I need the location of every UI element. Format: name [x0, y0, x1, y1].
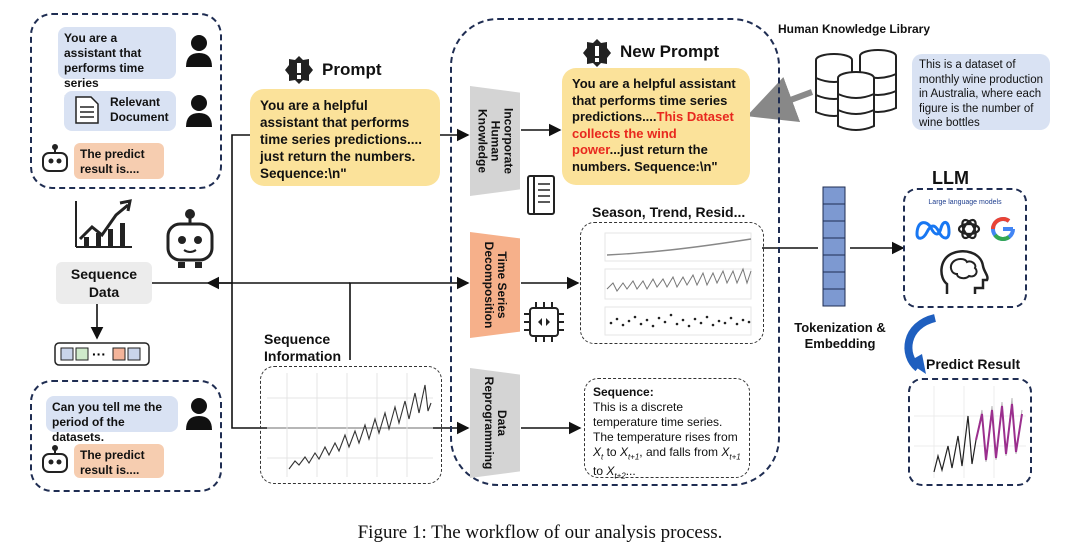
forecast-plot: [914, 386, 1026, 478]
prompt-box: You are a helpful assistant that perform…: [250, 89, 440, 186]
sequence-heading: Sequence:: [593, 385, 654, 399]
meta-logo-icon: [915, 221, 951, 240]
reprogramming-stage: Data Reprogramming: [470, 368, 520, 478]
user-question-bubble: Can you tell me the period of the datase…: [46, 396, 178, 444]
knowledge-text-bubble: This is a dataset of monthly wine produc…: [912, 54, 1050, 130]
decomposition-title: Season, Trend, Resid...: [592, 204, 746, 220]
history-line: [933, 415, 977, 473]
predict-result-chart: [908, 378, 1032, 486]
sequence-data-label: Sequence Data: [56, 262, 152, 304]
brain-head-icon: [940, 250, 989, 294]
embedding-cells: [822, 186, 846, 307]
robot-icon: [42, 445, 68, 473]
llm-panel: Large language models: [903, 188, 1027, 308]
decomposition-stage: Time Series Decomposition: [470, 232, 520, 338]
token-sequence-icon: ···: [54, 342, 150, 366]
new-prompt-title: New Prompt: [620, 42, 720, 61]
openai-logo-icon: [957, 218, 981, 240]
relevant-document-label: Relevant Document: [110, 95, 169, 124]
decomposition-chart: [580, 222, 764, 344]
chat-panel-top: You are a assistant that performs time s…: [30, 13, 222, 189]
google-logo-icon: [991, 217, 1015, 241]
reprogramming-label: Data Reprogramming: [482, 376, 509, 470]
tokenization-label: Tokenization & Embedding: [794, 320, 886, 351]
chart-growth-icon: [75, 199, 132, 248]
new-prompt-knowledge-highlight: This Dataset collects the wind power: [572, 109, 734, 157]
knowledge-arrow: [746, 76, 814, 123]
sequence-series-line: [288, 384, 432, 470]
llm-subtitle: Large language models: [928, 199, 1002, 206]
book-icon: [527, 175, 555, 215]
knowledge-library-title: Human Knowledge Library: [778, 22, 931, 36]
chat-panel-bottom: Can you tell me the period of the datase…: [30, 380, 222, 492]
sequence-description-text: This is a discrete temperature time seri…: [593, 400, 738, 444]
new-prompt-text-end: ...just return the numbers. Sequence:\n": [572, 142, 718, 174]
forecast-line: [975, 403, 1023, 461]
robot-icon: [42, 144, 68, 172]
predict-result-title: Predict Result: [926, 356, 1021, 372]
sequence-information-chart: [260, 366, 442, 484]
user-icon: [186, 398, 212, 430]
database-icon: [815, 49, 897, 131]
incorporate-knowledge-label: Incorporate Human Knowledge: [475, 107, 516, 175]
seasonal-line: [606, 267, 752, 292]
sequence-line-chart: [267, 373, 433, 477]
user-prompt-bubble: You are a assistant that performs time s…: [58, 27, 176, 105]
warning-icon: [285, 56, 313, 84]
sequence-description: This is a discrete temperature time seri…: [593, 400, 741, 481]
warning-icon: [583, 39, 611, 67]
predict-arrowhead: [908, 354, 926, 374]
sequence-information-label: Sequence Information: [264, 331, 341, 364]
llm-logos: [915, 217, 1015, 241]
document-icon: [75, 96, 99, 124]
incorporate-knowledge-stage: Incorporate Human Knowledge: [470, 86, 520, 196]
user-icon: [186, 35, 212, 67]
reprogrammed-sequence-box: Sequence: This is a discrete temperature…: [584, 378, 750, 481]
decomposition-label: Time Series Decomposition: [482, 241, 509, 329]
llm-title: LLM: [932, 168, 969, 188]
embedding-stack: [819, 186, 849, 312]
bot-response-bubble: The predict result is....: [74, 444, 164, 478]
residual-points: [609, 313, 751, 328]
robot-icon: [166, 209, 214, 268]
circuit-icon: [524, 302, 564, 342]
data-flow-lines: [90, 123, 905, 435]
prompt-title: Prompt: [322, 60, 382, 79]
bot-response-bubble: The predict result is....: [74, 143, 164, 179]
new-prompt-text-start: You are a helpful assistant that perform…: [572, 76, 736, 124]
trend-line: [606, 238, 752, 256]
center-panel: [450, 18, 780, 486]
user-icon: [186, 95, 212, 127]
figure-caption: Figure 1: The workflow of our analysis p…: [357, 522, 723, 543]
decomposition-plots: [604, 232, 752, 336]
new-prompt-box: You are a helpful assistant that perform…: [562, 68, 750, 185]
svg-text:···: ···: [92, 346, 106, 362]
